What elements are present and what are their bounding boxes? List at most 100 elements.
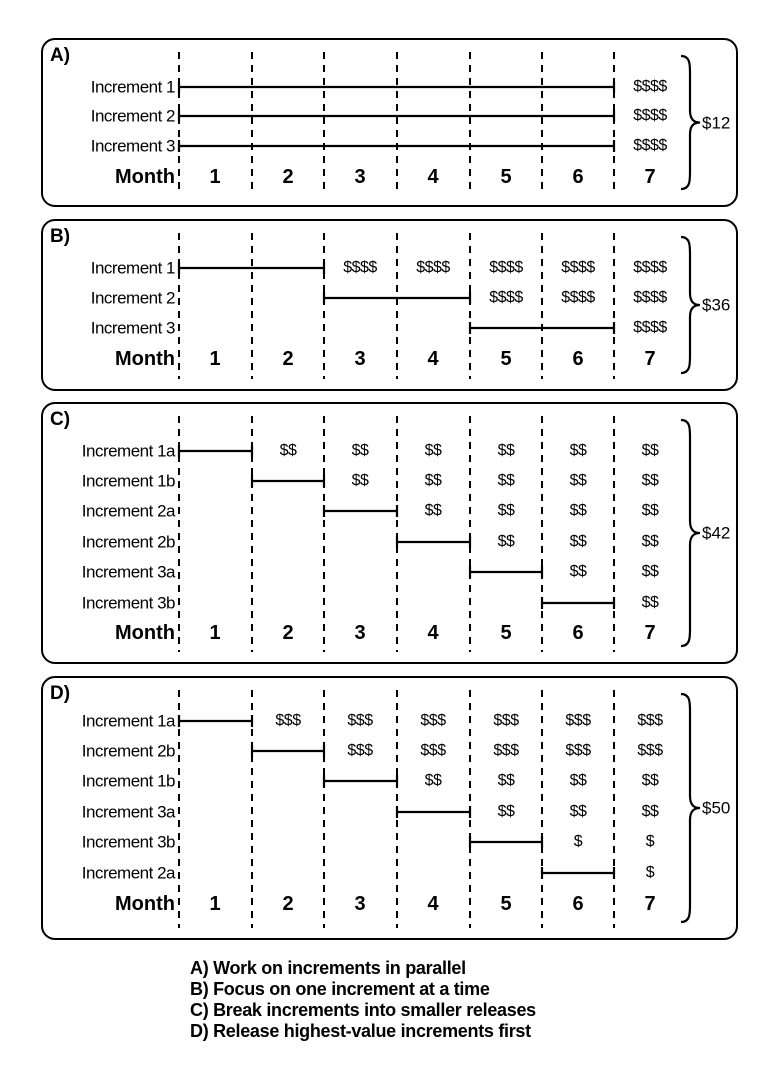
increment-label: Increment 3b (81, 832, 176, 852)
month-number: 4 (427, 893, 439, 915)
value-cell: $$ (497, 442, 515, 459)
value-cell: $$$ (347, 712, 373, 729)
value-cell: $$ (641, 533, 659, 550)
value-cell: $$ (424, 772, 442, 789)
total-brace (680, 692, 701, 924)
value-cell: $$$$ (633, 259, 667, 276)
value-cell: $$ (569, 442, 587, 459)
value-cell: $$ (351, 442, 369, 459)
panel-a (41, 38, 738, 207)
month-number: 2 (282, 348, 294, 370)
increment-label: Increment 1 (90, 77, 176, 97)
month-number: 2 (282, 622, 294, 644)
month-label: Month (115, 622, 175, 644)
increment-label: Increment 2a (81, 501, 176, 521)
increment-label: Increment 3 (90, 136, 176, 156)
panel-letter: A) (50, 45, 71, 66)
month-number: 1 (209, 893, 221, 915)
panel-letter: D) (50, 683, 71, 704)
value-cell: $$$ (565, 742, 591, 759)
value-cell: $$$ (420, 742, 446, 759)
month-number: 2 (282, 166, 294, 188)
month-number: 5 (500, 166, 512, 188)
increment-label: Increment 2b (81, 741, 176, 761)
month-number: 5 (500, 622, 512, 644)
month-number: 5 (500, 893, 512, 915)
month-number: 3 (354, 348, 366, 370)
increment-label: Increment 3 (90, 318, 176, 338)
value-cell: $$$$ (633, 107, 667, 124)
value-cell: $$$ (493, 742, 519, 759)
total-value: $42 (702, 523, 731, 543)
value-cell: $ (573, 833, 583, 850)
increment-label: Increment 1 (90, 258, 176, 278)
caption-line-d: D) Release highest-value increments firs… (190, 1021, 531, 1041)
increment-label: Increment 2 (90, 106, 176, 126)
value-cell: $$ (569, 472, 587, 489)
increment-label: Increment 2a (81, 863, 176, 883)
value-cell: $$ (497, 502, 515, 519)
month-number: 4 (427, 166, 439, 188)
month-label: Month (115, 166, 175, 188)
value-cell: $$ (641, 803, 659, 820)
increment-label: Increment 1a (81, 441, 176, 461)
value-cell: $$ (641, 594, 659, 611)
value-cell: $$ (497, 803, 515, 820)
value-cell: $$ (641, 563, 659, 580)
month-number: 6 (572, 166, 584, 188)
value-cell: $$ (569, 563, 587, 580)
month-number: 1 (209, 166, 221, 188)
month-number: 3 (354, 893, 366, 915)
increment-label: Increment 1b (81, 771, 176, 791)
total-value: $12 (702, 113, 731, 132)
value-cell: $$ (424, 472, 442, 489)
value-cell: $$ (497, 472, 515, 489)
value-cell: $$$ (493, 712, 519, 729)
value-cell: $$ (497, 533, 515, 550)
month-number: 1 (209, 348, 221, 370)
value-cell: $$ (497, 772, 515, 789)
month-number: 7 (644, 166, 656, 188)
value-cell: $$ (641, 502, 659, 519)
value-cell: $$$$ (633, 78, 667, 95)
month-number: 1 (209, 622, 221, 644)
value-cell: $$$ (637, 712, 663, 729)
value-cell: $$ (569, 803, 587, 820)
caption-line-c: C) Break increments into smaller release… (190, 1000, 536, 1020)
month-number: 6 (572, 893, 584, 915)
value-cell: $$$$ (561, 289, 595, 306)
month-number: 2 (282, 893, 294, 915)
panel-letter: C) (50, 409, 71, 430)
increment-label: Increment 3a (81, 802, 176, 822)
value-cell: $$ (351, 472, 369, 489)
panel-c (41, 402, 738, 664)
value-cell: $$$$ (343, 259, 377, 276)
panel-letter: B) (50, 226, 71, 247)
value-cell: $$ (424, 442, 442, 459)
month-number: 6 (572, 622, 584, 644)
month-label: Month (115, 893, 175, 915)
total-brace (680, 418, 701, 648)
value-cell: $$$ (275, 712, 301, 729)
value-cell: $$$$ (489, 289, 523, 306)
value-cell: $$ (641, 772, 659, 789)
month-number: 7 (644, 893, 656, 915)
total-value: $50 (702, 798, 731, 818)
month-number: 7 (644, 348, 656, 370)
total-brace (680, 54, 701, 191)
value-cell: $$$$ (416, 259, 450, 276)
value-cell: $ (645, 864, 655, 881)
month-number: 7 (644, 622, 656, 644)
panel-d (41, 676, 738, 940)
panel-b (41, 219, 738, 391)
increment-label: Increment 2 (90, 288, 176, 308)
caption-line-a: A) Work on increments in parallel (190, 958, 466, 978)
value-cell: $$ (569, 772, 587, 789)
value-cell: $$$$ (489, 259, 523, 276)
total-value: $36 (702, 295, 731, 315)
increment-label: Increment 3b (81, 593, 176, 613)
value-cell: $$$$ (633, 319, 667, 336)
month-number: 4 (427, 348, 439, 370)
